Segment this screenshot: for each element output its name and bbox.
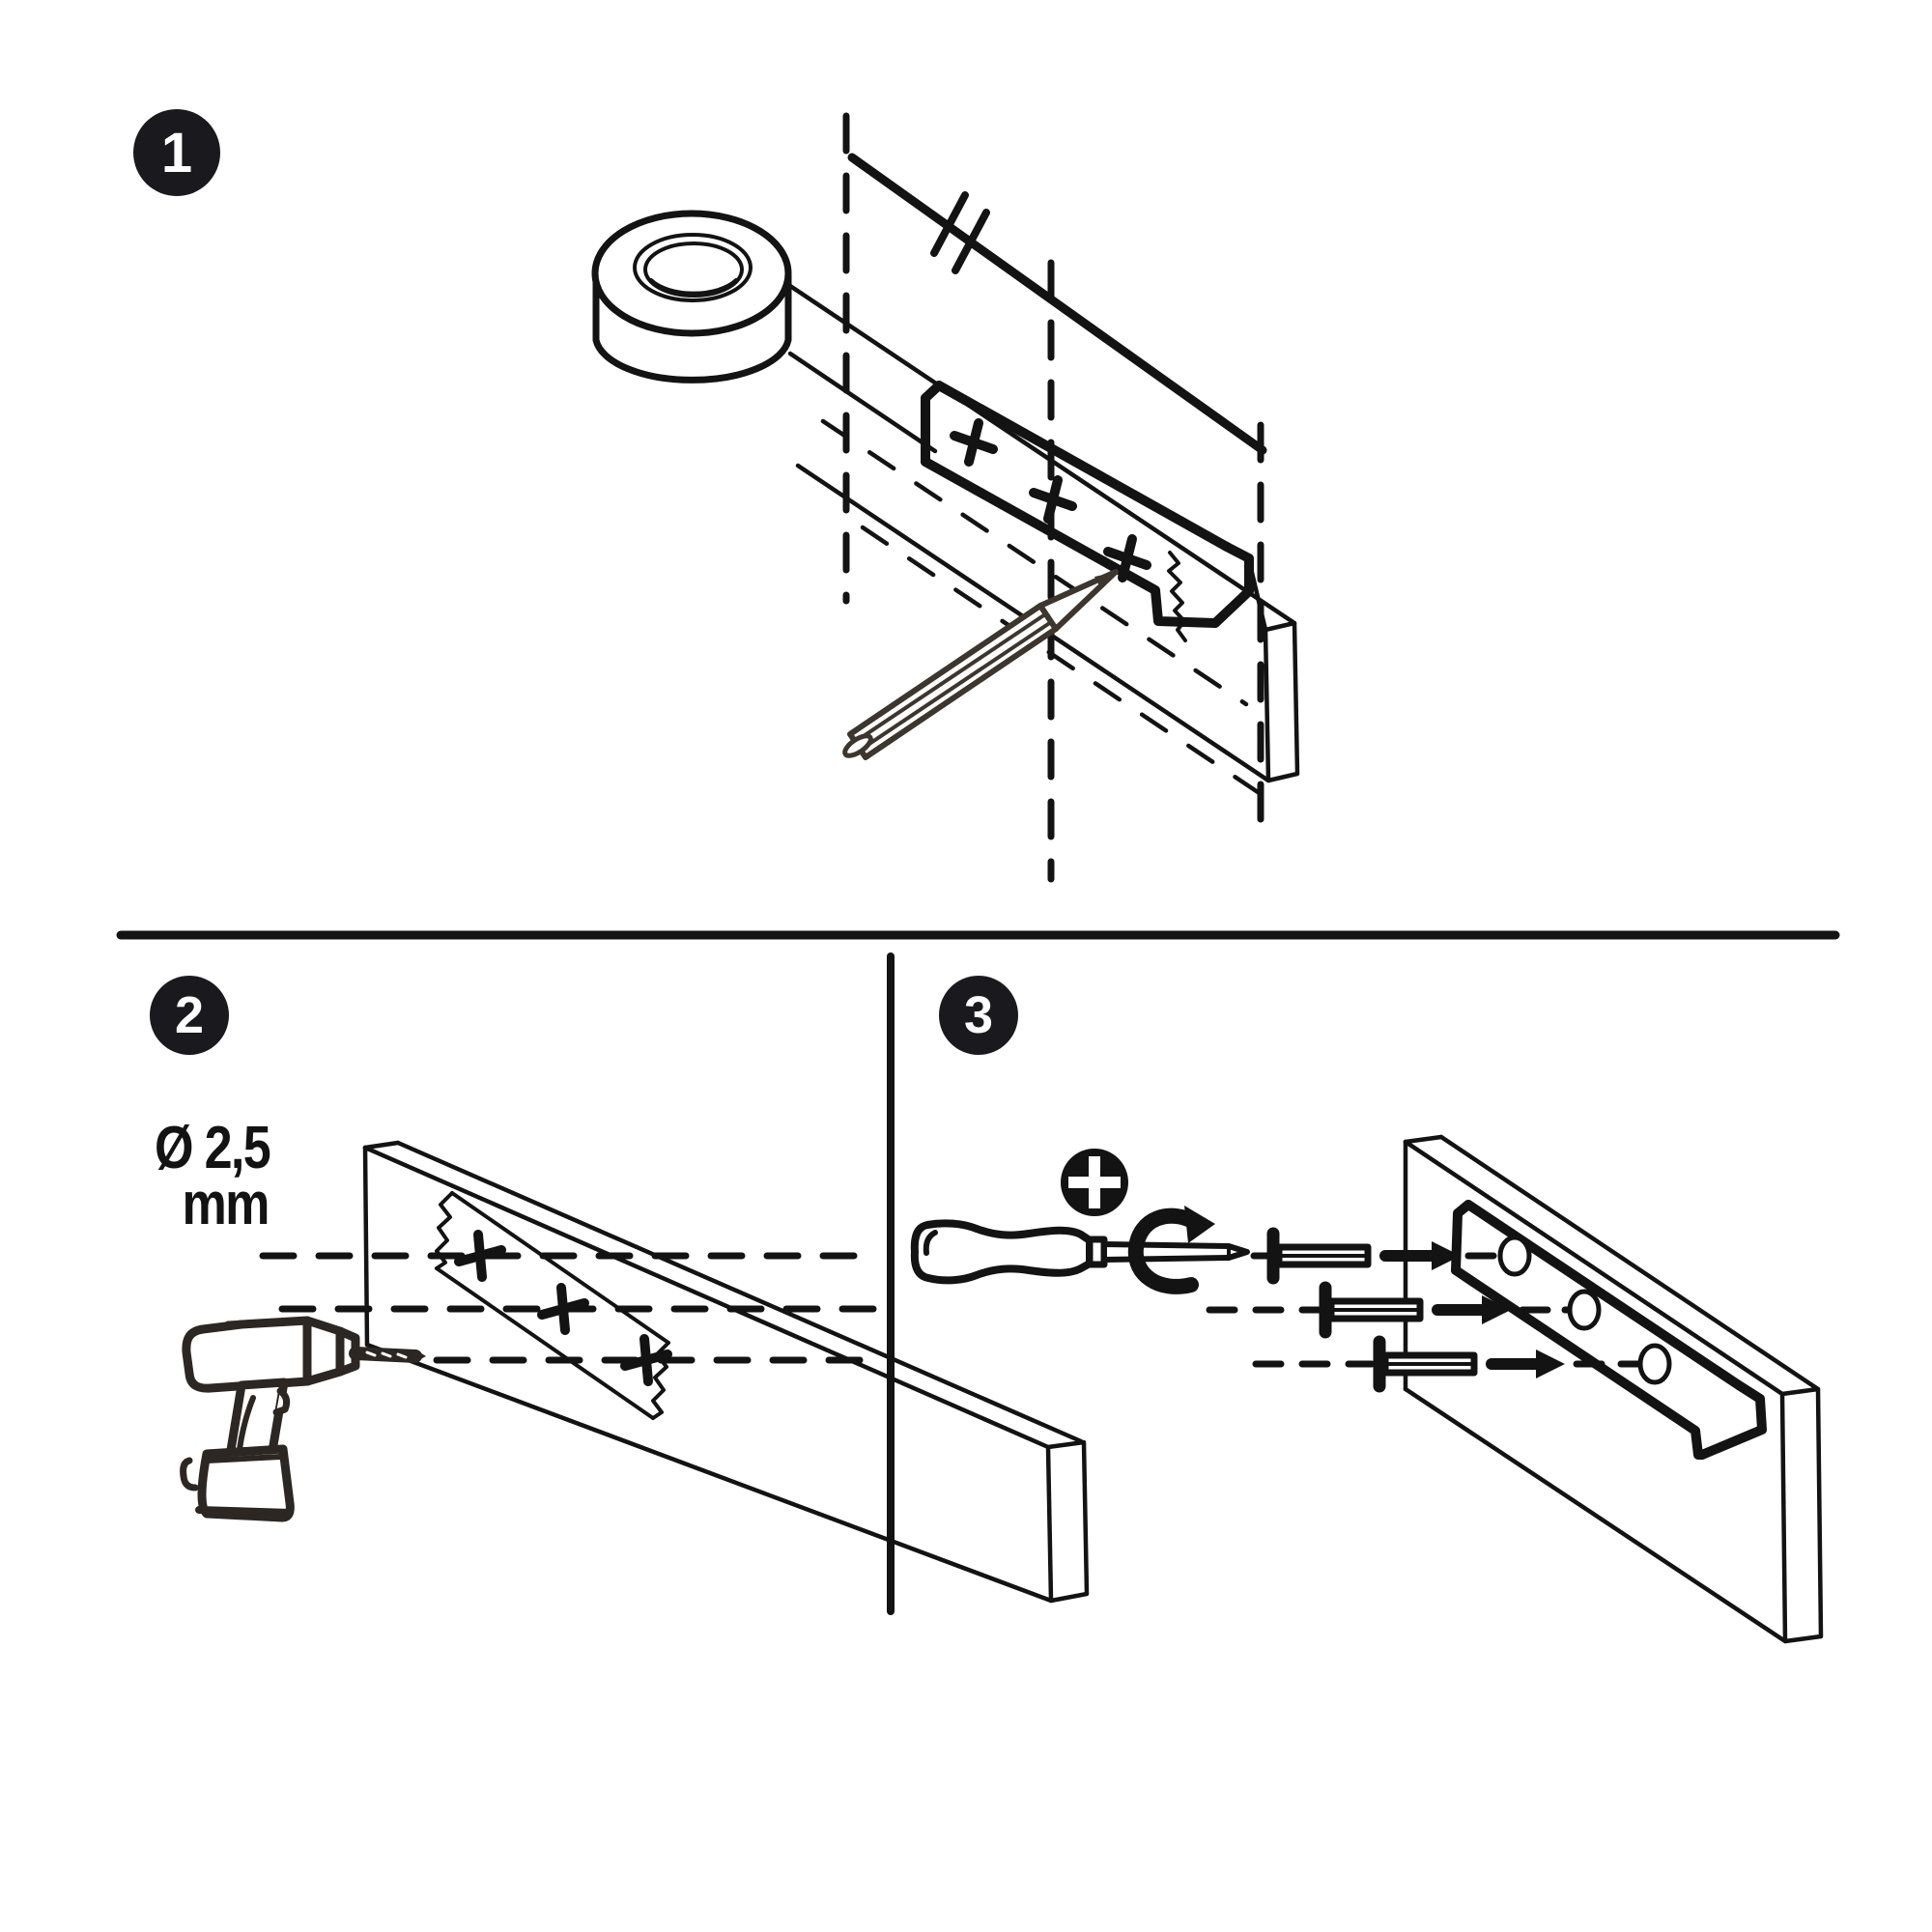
pencil-lead [1094,572,1116,589]
drill-trigger [272,1387,291,1416]
drill-chuck [302,1316,345,1386]
rotation-arrow [1127,1206,1215,1294]
phillips-cross-icon [1068,1156,1121,1208]
screw [1266,1227,1372,1285]
pencil [842,569,1119,760]
screw [1319,1281,1424,1339]
screwdriver-shaft [1101,1241,1250,1263]
step-1-number: 1 [160,121,193,185]
board [1403,1134,1824,1644]
drill-bit-tip [415,1350,426,1362]
screw [1373,1335,1478,1393]
cross-marks [950,418,1151,582]
screwdriver-handle-line [923,1230,938,1256]
cross-marks [454,1230,672,1386]
tape-roll-hole-inner [643,242,744,298]
pencil-facet-1 [853,612,1047,744]
phillips-bit-symbol [1061,1149,1128,1216]
right-arrow-icon [1379,1241,1461,1270]
tape-roll [591,210,792,384]
traced-zigzag [1167,551,1187,642]
step2-illustration [180,1140,1090,1604]
double-slash-ticks [930,191,990,274]
bracket-with-holes [1451,1200,1767,1460]
drill-diameter-unit: mm [182,1171,270,1237]
pencil-facet-2 [859,620,1053,752]
step1-illustration [591,112,1300,883]
bracket-hole [1637,1343,1672,1385]
dashed-projection-lines [842,112,1264,883]
step-2-badge: 2 [150,976,229,1055]
drill-nose [335,1326,360,1377]
right-arrow-icon [1486,1350,1565,1378]
wall-reference-line [847,153,1267,455]
drill-battery-line [204,1454,283,1463]
step-2-number: 2 [174,986,205,1044]
cordless-drill [180,1316,426,1522]
step-3-badge: 3 [939,976,1018,1055]
drill-grip-line [237,1395,256,1452]
step3-illustration [910,1134,1824,1644]
board [362,1140,1090,1604]
bracket-hole [1567,1289,1602,1331]
panel-dividers [116,930,1840,1615]
drill-body [182,1316,312,1393]
pencil-tip-cone [1037,569,1119,632]
step-1-badge: 1 [133,109,220,196]
drill-battery-base [195,1506,294,1517]
pencil-guide-dashes [820,418,1264,797]
traced-zigzag-left [435,1191,454,1270]
drill-diameter-label: Ø 2,5 mm [155,1115,271,1237]
marking-bracket [921,381,1254,628]
drill-vent [224,1319,267,1328]
drill-battery-clip [180,1457,199,1492]
bracket-holes [1497,1235,1672,1385]
direction-arrows [1379,1241,1565,1378]
drill-battery [197,1444,295,1522]
drill-bit-flutes [365,1350,408,1359]
drill-diameter-value: Ø 2,5 [155,1115,271,1181]
bracket-hole [1497,1235,1532,1277]
right-arrow-icon [1432,1295,1511,1324]
screws [1266,1227,1478,1393]
tape-roll-hole-wall [649,278,738,296]
pencil-butt [842,733,873,758]
screwdriver-handle [910,1219,1094,1285]
step-3-number: 3 [963,986,994,1044]
